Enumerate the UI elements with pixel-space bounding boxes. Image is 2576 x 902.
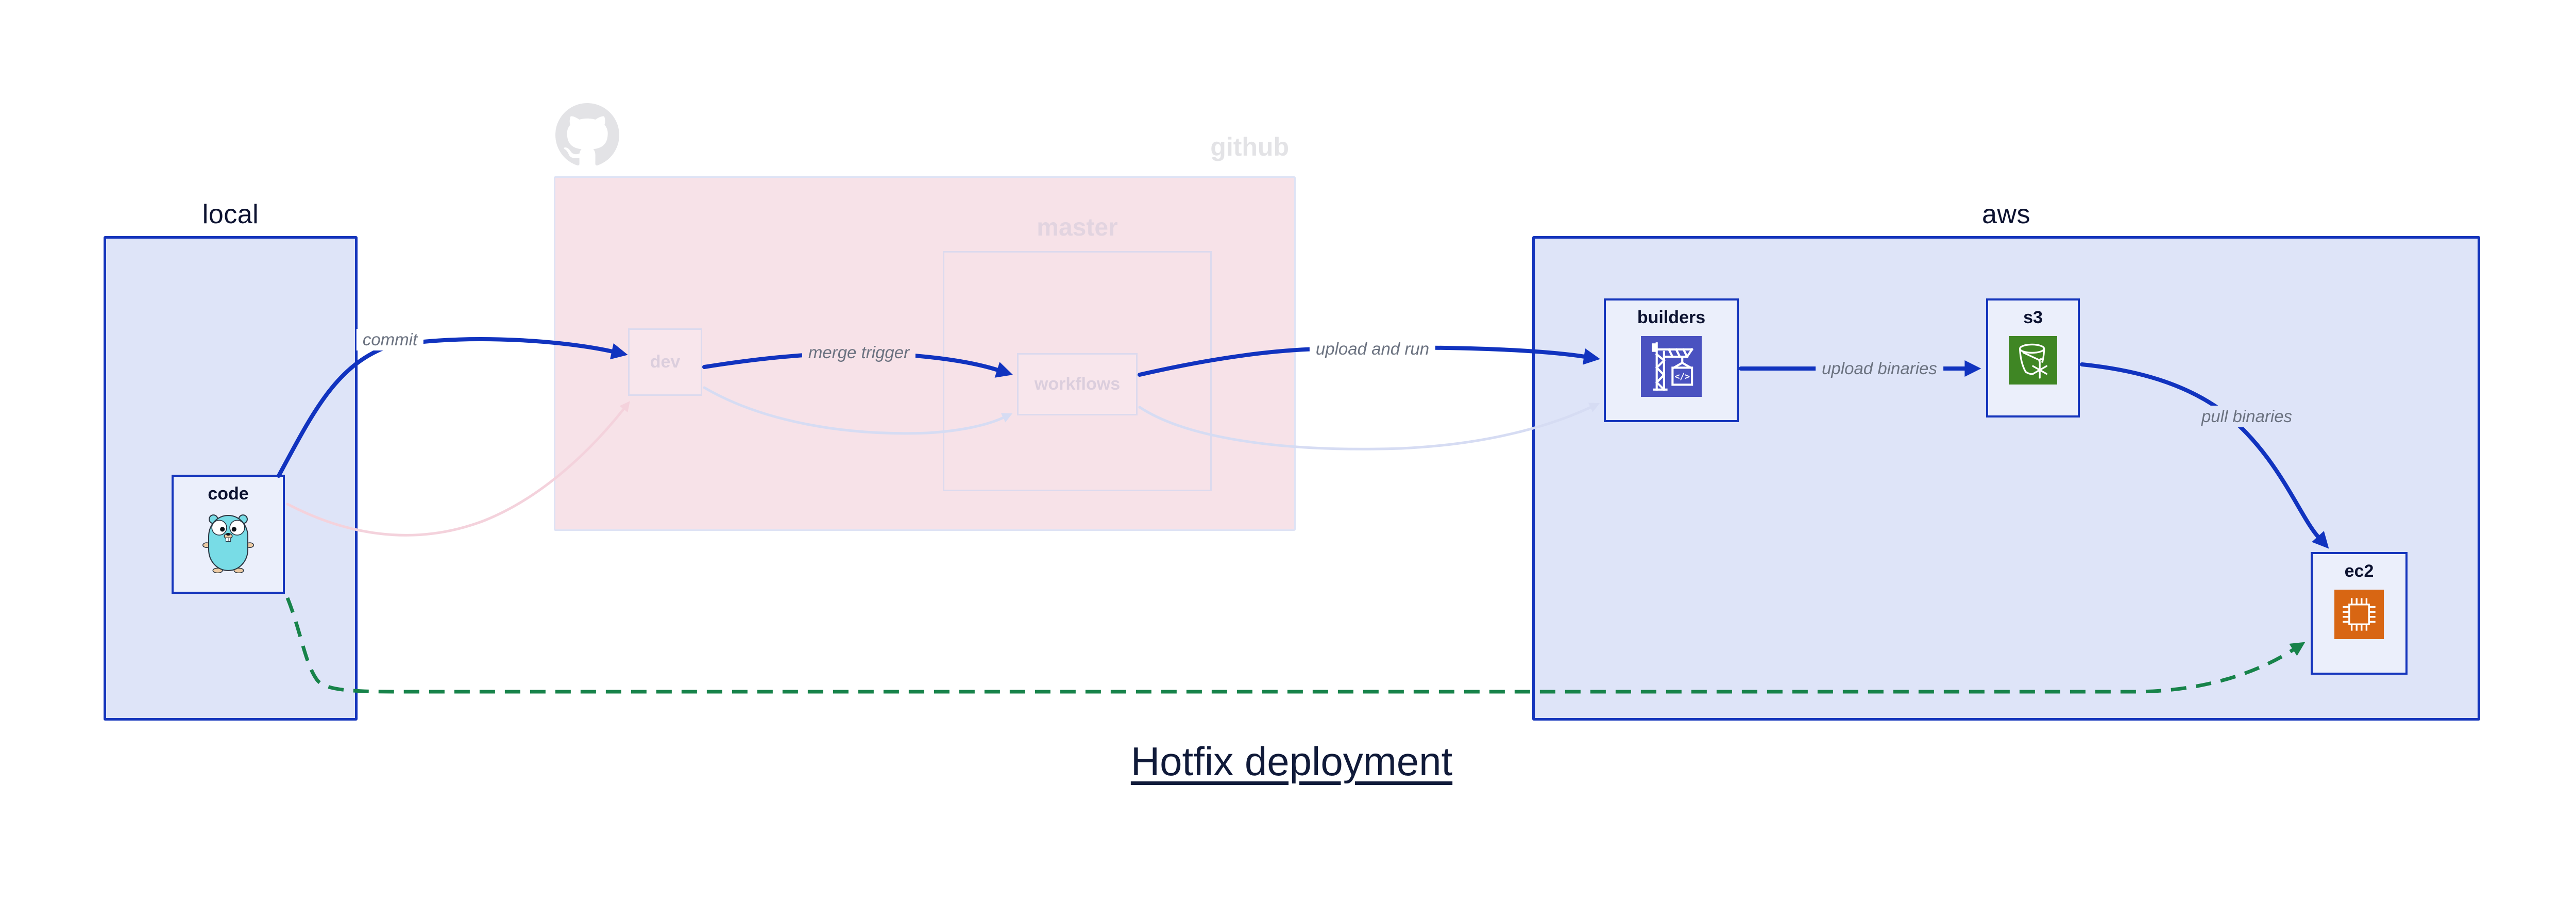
- upload-and-run-edge-label: upload and run: [1309, 338, 1436, 360]
- ec2-node-label: ec2: [2344, 561, 2374, 581]
- node-s3: s3: [1986, 298, 2080, 417]
- codebuild-code-glyph: </>: [1674, 372, 1690, 381]
- builders-node-label: builders: [1637, 308, 1706, 327]
- s3-node-label: s3: [2023, 308, 2043, 327]
- dev-node-label: dev: [650, 352, 681, 372]
- merge-trigger-edge-label: merge trigger: [802, 342, 916, 363]
- code-node-label: code: [208, 484, 249, 504]
- diagram-title: Hotfix deployment: [1130, 739, 1453, 784]
- github-octocat-logo-icon: [555, 103, 619, 167]
- master-branch-label: master: [1037, 214, 1118, 241]
- node-ec2: ec2: [2311, 552, 2408, 675]
- node-builders: builders </>: [1604, 298, 1739, 422]
- node-code: code: [172, 475, 285, 594]
- pull-binaries-edge-label: pull binaries: [2195, 406, 2299, 427]
- node-dev-branch: dev: [628, 328, 702, 396]
- node-workflows: workflows: [1017, 353, 1138, 415]
- commit-edge-label: commit: [356, 329, 424, 350]
- github-region-label: github: [1210, 132, 1289, 161]
- upload-binaries-edge-label: upload binaries: [1816, 358, 1943, 379]
- aws-ec2-chip-icon: [2334, 590, 2384, 639]
- aws-codebuild-icon: </>: [1641, 336, 1702, 397]
- aws-region-label: aws: [1982, 199, 2030, 229]
- local-region-label: local: [202, 199, 259, 229]
- go-gopher-icon: [201, 512, 255, 573]
- aws-s3-glacier-bucket-icon: [2009, 336, 2057, 385]
- workflows-node-label: workflows: [1034, 374, 1121, 394]
